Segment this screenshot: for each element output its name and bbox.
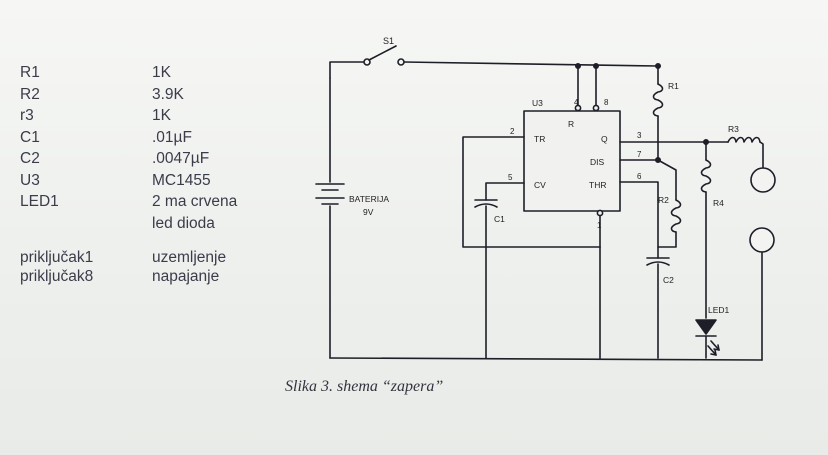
part-ref: r3 [20,107,34,124]
pin-number-6: 6 [637,172,642,181]
part-value: .0047µF [152,150,210,167]
pin-number-2: 2 [510,127,515,136]
ic-pin-thr: THR [589,180,606,190]
parts-row: R1 1K [20,62,237,84]
part-value: 3.9K [152,85,184,103]
battery: BATERIJA 9V [315,77,389,359]
pin-ref: priključak8 [20,268,94,285]
ic-label: U3 [532,98,543,108]
c1-label: C1 [494,214,505,224]
probe-bottom [749,227,775,361]
c2-label: C2 [663,275,674,285]
resistor-r3: R3 [727,124,764,169]
parts-list: R1 1K R2 3.9K r3 1K C1 .01µF C2 .0047µF U3 MC1… [20,62,237,286]
r3-label: R3 [728,124,739,134]
trigger-threshold-wiring: 2 6 1 [462,127,659,248]
part-value: MC1455 [152,171,211,189]
pin-number-7: 7 [637,150,642,159]
ic-u3: U3 TR R Q DIS CV THR [523,98,621,212]
top-wire [329,61,659,79]
resistor-r4: R4 [700,141,724,319]
figure-caption: Slika 3. shema “zapera” [285,378,444,395]
pin-function: uzemljenje [152,249,227,266]
pin-number-4: 4 [574,98,579,107]
pin-number-1: 1 [597,221,602,230]
part-ref: C2 [20,150,40,167]
parts-row: C1 .01µF [20,127,237,149]
part-ref: U3 [20,171,40,189]
parts-row: C2 .0047µF [20,148,237,170]
ic-pin-tr: TR [534,134,545,144]
probe-top [750,167,776,193]
led1: LED1 [695,305,730,359]
ic-pin-q: Q [601,134,608,144]
pins-4-8: 4 8 [574,62,609,112]
ic-pin-cv: CV [534,180,546,190]
part-ref: C1 [20,128,40,146]
switch-label: S1 [383,36,394,46]
switch-s1: S1 [363,36,405,66]
parts-row: LED1 2 ma crvena [20,191,237,213]
resistor-r1: R1 [652,62,679,161]
pin-row: priključak1 uzemljenje [20,248,237,267]
pin-number-5: 5 [508,173,513,182]
r1-label: R1 [668,81,679,91]
ic-pin-dis: DIS [590,157,605,167]
led-label: LED1 [708,305,730,315]
ground-rail [329,357,763,361]
pin-row: priključak8 napajanje [20,267,237,286]
part-value: .01µF [152,128,192,146]
part-value: 1K [152,107,171,124]
capacitor-c2: C2 [646,199,674,359]
pin-number-3: 3 [637,131,642,140]
part-value: 1K [152,64,171,81]
part-ref: LED1 [20,193,59,210]
battery-label: BATERIJA [349,194,389,204]
battery-voltage: 9V [363,207,374,217]
output-wiring: 3 [619,131,729,146]
ic-pin-r: R [568,119,574,129]
pin-function: napajanje [152,268,220,285]
parts-row: r3 1K [20,105,237,127]
resistor-r2: 7 R2 [619,150,682,248]
part-value: 2 ma crvena [152,193,238,210]
r4-label: R4 [713,198,724,208]
parts-row: R2 3.9K [20,84,237,106]
pin-ref: priključak1 [20,249,94,266]
pin-number-8: 8 [604,98,609,107]
r2-label: R2 [658,195,669,205]
parts-row: U3 MC1455 [20,170,237,192]
part-value: led dioda [152,214,215,232]
part-ref: R2 [20,85,40,103]
part-ref: R1 [20,64,40,81]
capacitor-c1: 5 C1 [474,173,601,359]
parts-row: led dioda [20,213,237,235]
